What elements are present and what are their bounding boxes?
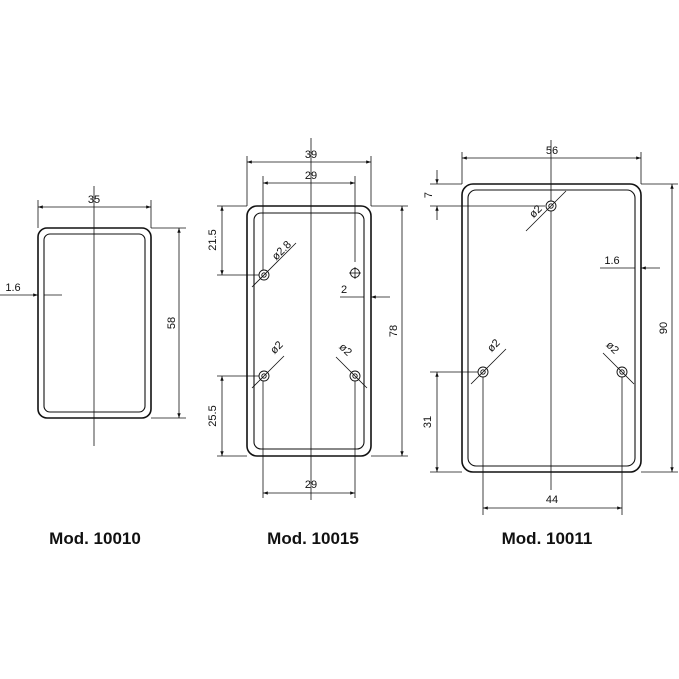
model-10011-hole-left	[470, 348, 507, 385]
model-10015-width-label: 39	[305, 149, 317, 161]
model-10015-hole-right	[335, 356, 368, 389]
model-10015-bottom-offset-label: 25.5	[207, 405, 219, 426]
model-10010-outer-outline	[37, 227, 152, 419]
model-10015-hole-right-label: ø2	[336, 341, 354, 359]
model-10010-height-label: 58	[166, 317, 178, 329]
model-10010-drawing: 35 58 1.6	[0, 186, 186, 446]
model-10011-inner-outline	[467, 189, 636, 467]
model-10010-width-label: 35	[88, 194, 100, 206]
model-10015-top-offset-label: 21.5	[207, 229, 219, 250]
model-10010-wall-label: 1.6	[5, 282, 20, 294]
model-10015-hole-upper-right	[349, 267, 361, 279]
model-10011-hole-left-label: ø2	[485, 337, 503, 355]
model-10015-hole-spacing-top-label: 29	[305, 170, 317, 182]
model-10011-outer-outline	[461, 183, 642, 473]
model-10011-hole-right	[602, 352, 635, 385]
model-10011-height-label: 90	[658, 322, 670, 334]
model-10010-title: Mod. 10010	[49, 529, 141, 548]
model-10011-drawing: 56 7 90 1.6 31 44 ø2	[422, 140, 678, 515]
model-10011-hole-spacing-label: 44	[546, 494, 558, 506]
model-10015-hole-left-label: ø2	[268, 339, 286, 357]
model-10015-drawing: 39 29 29 78 21.5 25.5 2	[207, 138, 408, 500]
model-10011-top-offset-label: 7	[423, 192, 435, 198]
model-10011-width-label: 56	[546, 145, 558, 157]
model-10011-bottom-offset-label: 31	[422, 416, 434, 428]
model-10015-outer-outline	[246, 205, 372, 457]
model-10015-title: Mod. 10015	[267, 529, 359, 548]
model-10011-hole-right-label: ø2	[603, 339, 621, 357]
model-10015-hole-large	[251, 242, 297, 288]
model-10015-hole-spacing-bottom-label: 29	[305, 479, 317, 491]
model-10015-inner-outline	[253, 212, 365, 450]
model-10015-height-label: 78	[388, 325, 400, 337]
model-10011-hole-top	[525, 190, 567, 232]
model-10011-title: Mod. 10011	[502, 529, 593, 548]
model-10015-hole-large-label: ø2.8	[270, 239, 294, 263]
model-10015-wall-label: 2	[341, 284, 347, 296]
model-10010-inner-outline	[43, 233, 146, 413]
model-10015-hole-left	[251, 355, 285, 389]
model-10011-wall-label: 1.6	[604, 255, 619, 267]
